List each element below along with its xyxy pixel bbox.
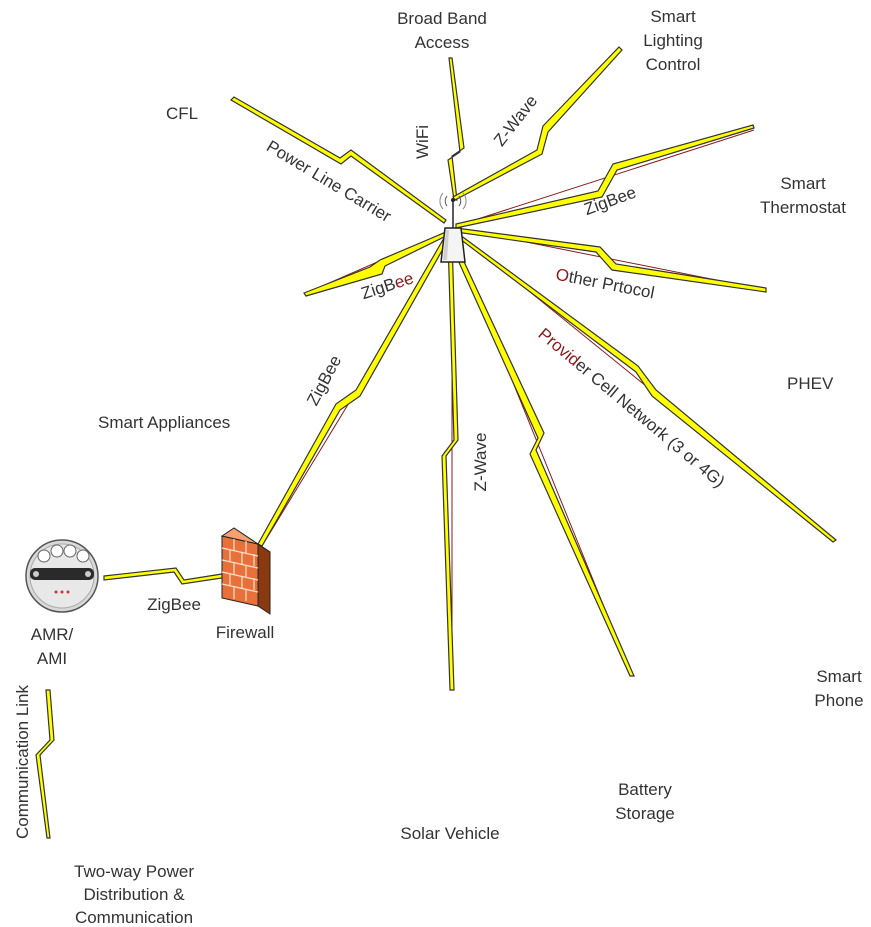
battery-label: Battery xyxy=(618,780,672,799)
brick-firewall-icon xyxy=(220,527,271,615)
amr-label-line2: AMI xyxy=(37,649,67,668)
cell-network-link-bolt xyxy=(455,230,838,543)
broadband-label-line2: Access xyxy=(415,33,470,52)
smartphone-label-line2: Phone xyxy=(814,691,863,710)
smartphone-label: Smart xyxy=(816,667,862,686)
other-protocol-link-bolt xyxy=(455,227,767,293)
battery-link-bolt xyxy=(447,235,635,677)
appliances-label: Smart Appliances xyxy=(98,413,230,432)
zigbee-appliances-link-label: ZigBee xyxy=(303,352,345,408)
twoway-label-line3: Communication xyxy=(75,908,193,927)
link-bolts xyxy=(35,46,838,839)
power-line-link-bolt xyxy=(230,96,447,224)
cfl-label: CFL xyxy=(166,104,198,123)
zwave-solar-link-bolt xyxy=(441,239,459,691)
wifi-link-label: WiFi xyxy=(413,125,432,159)
lighting-label: Smart xyxy=(650,7,696,26)
battery-label-line2: Storage xyxy=(615,804,675,823)
zwave-top-link-label: Z-Wave xyxy=(490,92,541,150)
lighting-label-line3: Control xyxy=(646,55,701,74)
power-line-link-label: Power Line Carrier xyxy=(263,137,395,226)
cell-network-link-label: Provider Cell Network (3 or 4G) xyxy=(535,324,729,491)
electric-meter-icon xyxy=(25,539,99,613)
zwave-bottom-link-label: Z-Wave xyxy=(471,433,490,492)
zigbee-appliances-link-bolt xyxy=(257,237,449,547)
lighting-label-line2: Lighting xyxy=(643,31,703,50)
thermostat-label-line2: Thermostat xyxy=(760,198,846,217)
phev-label: PHEV xyxy=(787,374,834,393)
firewall-label: Firewall xyxy=(216,623,275,642)
amr-label: AMR/ xyxy=(31,625,74,644)
wifi-link-bolt xyxy=(447,57,465,201)
zigbee-meter-link-bolt xyxy=(103,567,223,585)
broadband-label: Broad Band xyxy=(397,9,487,28)
zwave-lighting-link-bolt xyxy=(452,46,623,201)
communication-link-legend-bolt xyxy=(35,689,55,839)
twoway-label-line2: Distribution & xyxy=(83,885,185,904)
solar-label: Solar Vehicle xyxy=(400,824,499,843)
communication-link-legend-label: Communication Link xyxy=(13,684,32,839)
wireless-router-icon xyxy=(439,192,467,263)
hub-connectors xyxy=(261,129,837,690)
zigbee-thermostat-link-label: ZigBee xyxy=(582,183,639,219)
zigbee-meter-link-label: ZigBee xyxy=(147,595,201,614)
zigbee-thermostat-link-bolt xyxy=(455,124,755,229)
thermostat-label: Smart xyxy=(780,174,826,193)
twoway-label: Two-way Power xyxy=(74,862,194,881)
